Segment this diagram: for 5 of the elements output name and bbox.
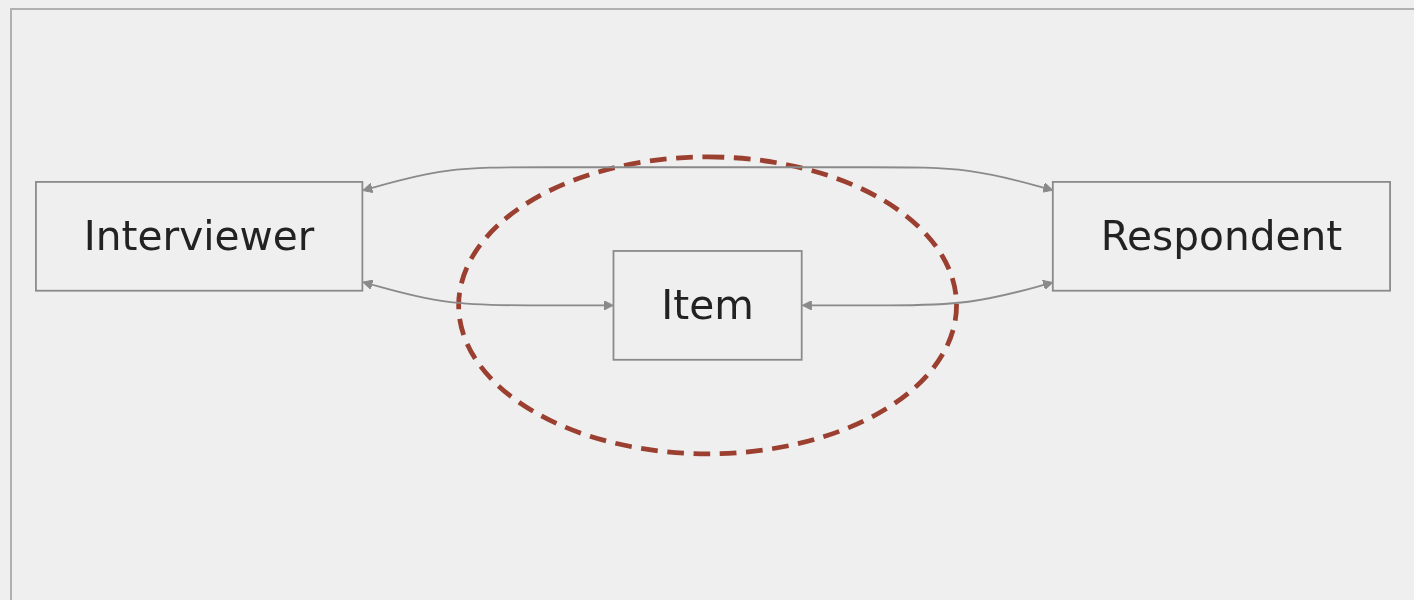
arrow bbox=[362, 279, 614, 311]
cluster bbox=[456, 154, 959, 456]
node-box: Interviewer bbox=[35, 180, 364, 292]
node-box: Item bbox=[612, 249, 803, 361]
node-box: Respondent bbox=[1051, 180, 1391, 292]
